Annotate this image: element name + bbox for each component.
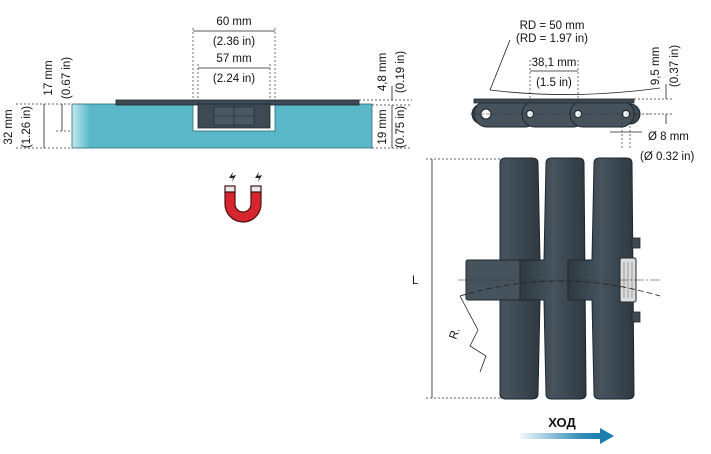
dim-rd-in: (RD = 1.97 in) xyxy=(516,33,588,45)
dim-height-19: 19 mm xyxy=(377,109,389,144)
dim-width-60-in: (2.36 in) xyxy=(213,36,255,48)
dim-height-17-in: (0.67 in) xyxy=(61,57,73,99)
chain-links xyxy=(473,98,635,128)
dim-width-60: 60 mm xyxy=(216,16,251,28)
chain-side-view: RD = 50 mm (RD = 1.97 in) 38,1 mm (1.5 i… xyxy=(470,20,694,163)
dim-width-57: 57 mm xyxy=(216,53,251,65)
cross-section-view: 60 mm (2.36 in) 57 mm (2.24 in) 17 mm (0… xyxy=(3,16,412,149)
dim-thickness-48-in: (0.19 in) xyxy=(395,51,407,93)
dim-height-17: 17 mm xyxy=(43,60,55,95)
dim-pitch-in: (1.5 in) xyxy=(536,77,572,89)
dim-height-32: 32 mm xyxy=(3,109,15,144)
direction-label: ХОД xyxy=(548,415,576,430)
dim-pin-dia: Ø 8 mm xyxy=(648,131,689,143)
length-label: L xyxy=(412,275,419,287)
dim-height-95: 9,5 mm xyxy=(650,47,662,85)
dim-height-95-in: (0.37 in) xyxy=(669,45,681,87)
dim-pitch: 38,1 mm xyxy=(532,57,577,69)
radius-label: R. xyxy=(448,326,463,341)
chain-top-view: L R. ХОД xyxy=(412,157,661,444)
dim-height-19-in: (0.75 in) xyxy=(395,106,407,148)
dim-height-32-in: (1.26 in) xyxy=(21,106,33,148)
dim-rd: RD = 50 mm xyxy=(520,20,585,32)
chain-plate-2 xyxy=(519,157,587,400)
dim-pin-dia-in: (Ø 0.32 in) xyxy=(640,151,694,163)
magnet-icon xyxy=(224,172,262,223)
dim-width-57-in: (2.24 in) xyxy=(213,73,255,85)
direction-arrow-icon xyxy=(520,428,614,444)
dim-thickness-48: 4,8 mm xyxy=(377,53,389,91)
